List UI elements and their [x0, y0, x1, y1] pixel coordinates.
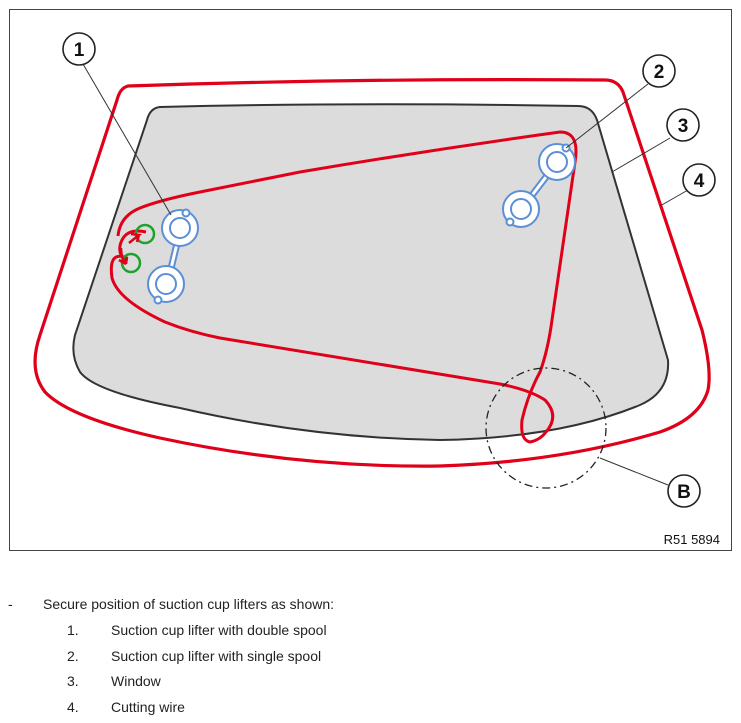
detail-circle-b	[485, 367, 607, 489]
suction-cup-lifter-double-spool	[147, 208, 199, 305]
arrow-icon-lower	[118, 247, 129, 266]
list-item-number: 3.	[67, 673, 79, 689]
list-item-label: Cutting wire	[111, 699, 185, 715]
arrow-icon-upper	[128, 232, 143, 244]
caption-intro-text: Secure position of suction cup lifters a…	[43, 596, 335, 612]
callout-1-label: 1	[74, 40, 85, 61]
callout-4-label: 4	[694, 171, 705, 192]
callout-3-label: 3	[678, 116, 689, 137]
list-item-label: Suction cup lifter with single spool	[111, 648, 322, 664]
list-item-number: 2.	[67, 648, 79, 664]
callout-b: B	[667, 474, 701, 508]
caption-bullet: -	[8, 596, 13, 612]
callout-2: 2	[642, 54, 676, 88]
callout-2-label: 2	[654, 62, 665, 83]
windshield-diagram: 1 2 3 4 B R51 5894	[9, 9, 732, 551]
list-item-number: 4.	[67, 699, 79, 715]
cutting-wire-outer-loop	[33, 78, 711, 468]
reference-code: R51 5894	[664, 532, 720, 547]
list-item-label: Suction cup lifter with double spool	[111, 622, 327, 638]
callout-b-label: B	[677, 482, 691, 503]
list-item-label: Window	[111, 673, 161, 689]
list-item-number: 1.	[67, 622, 79, 638]
callout-4: 4	[682, 163, 716, 197]
leader-lines	[82, 63, 689, 486]
callout-3: 3	[666, 108, 700, 142]
callout-1: 1	[62, 32, 96, 66]
suction-cup-lifter-single-spool	[502, 143, 576, 228]
